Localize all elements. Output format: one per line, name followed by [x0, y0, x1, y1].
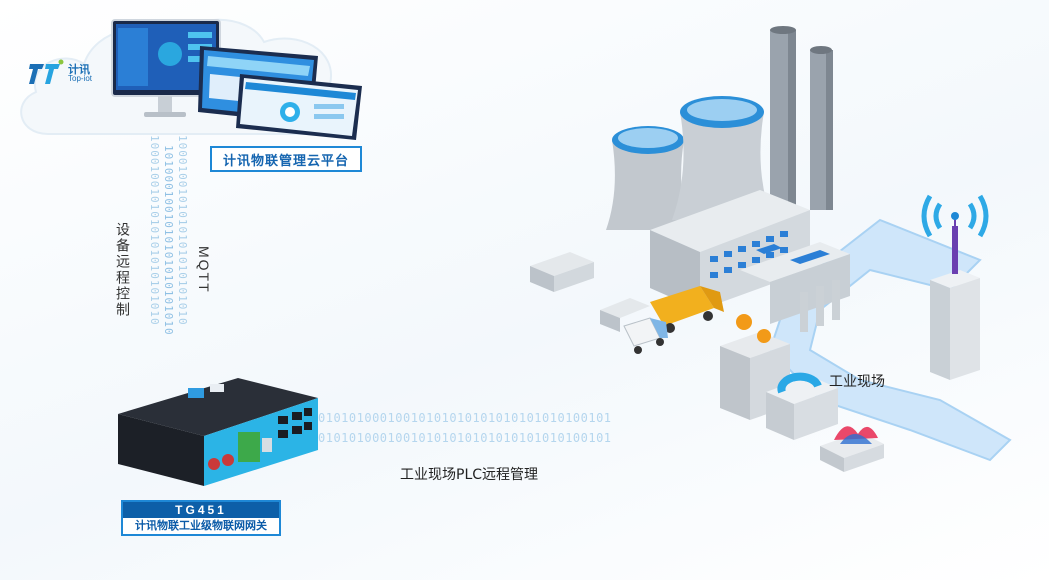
brand-sub: Top-iot: [68, 73, 93, 83]
gateway-device-illustration: [118, 378, 318, 486]
platform-monitors-illustration: [111, 19, 362, 140]
device-badge: TG451 计讯物联工业级物联网网关: [121, 500, 281, 536]
signal-tower: [930, 212, 980, 380]
horizontal-binary-line-1: 01010100010010101010101010101010100101: [318, 411, 612, 425]
process-boxes: [720, 314, 884, 472]
brand-name: 计讯: [68, 62, 90, 76]
horizontal-binary-line-2: 01010100010010101010101010101010100101: [318, 431, 612, 445]
wifi-signal-icon: [921, 194, 989, 238]
binary-column-2: 1010001001010101010101010: [162, 145, 175, 336]
cloud-platform-label: 计讯物联管理云平台: [210, 146, 362, 172]
logo-mark-icon: [29, 59, 64, 84]
trucks: [623, 286, 724, 354]
factory-building: [650, 190, 850, 324]
binary-column-1: 1000100101010101010101010: [148, 135, 161, 326]
monitor-front: [236, 74, 362, 140]
chimneys: [770, 26, 833, 210]
device-model: TG451: [123, 502, 279, 518]
cooling-towers: [606, 96, 772, 230]
industrial-site-label: 工业现场: [829, 374, 885, 390]
vertical-binary-stream: 1000100101010101010101010 10100010010101…: [146, 135, 192, 390]
brand-logo: 计讯 Top-iot: [28, 58, 92, 88]
industrial-site-illustration: [530, 26, 1012, 472]
storage-blocks: [530, 252, 650, 332]
pipes: [800, 280, 840, 332]
plc-remote-label: 工业现场PLC远程管理: [400, 467, 539, 483]
remote-control-label: 设备远程控制: [114, 222, 130, 318]
binary-column-3: 1000100101010101010101010: [176, 135, 189, 326]
device-description: 计讯物联工业级物联网网关: [123, 518, 279, 534]
mqtt-label: MQTT: [196, 246, 212, 294]
